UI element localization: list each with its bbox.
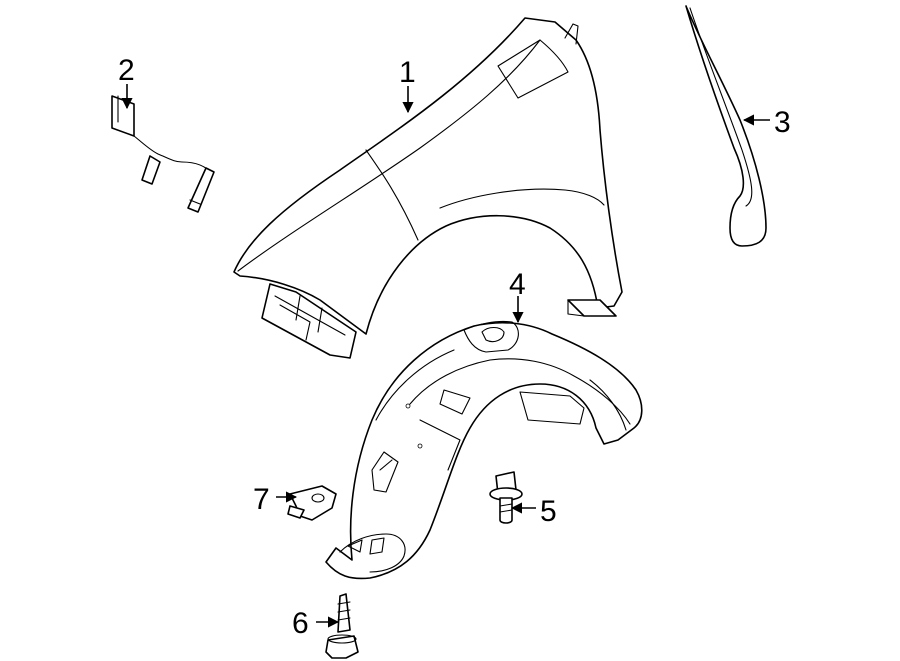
screw-part[interactable] [325,593,359,659]
callout-7: 7 [253,483,270,516]
callout-1: 1 [399,56,416,89]
callout-6: 6 [292,607,309,640]
callout-5: 5 [540,495,557,528]
bolt-part[interactable] [489,471,523,524]
callout-2: 2 [118,54,135,87]
wire-harness-part[interactable] [111,95,215,213]
fender-liner-part[interactable] [325,320,643,580]
molding-part[interactable] [685,5,767,247]
callout-3: 3 [774,106,791,139]
clip-nut-part[interactable] [287,485,337,521]
callout-4: 4 [509,268,526,301]
fender-part[interactable] [233,17,623,359]
